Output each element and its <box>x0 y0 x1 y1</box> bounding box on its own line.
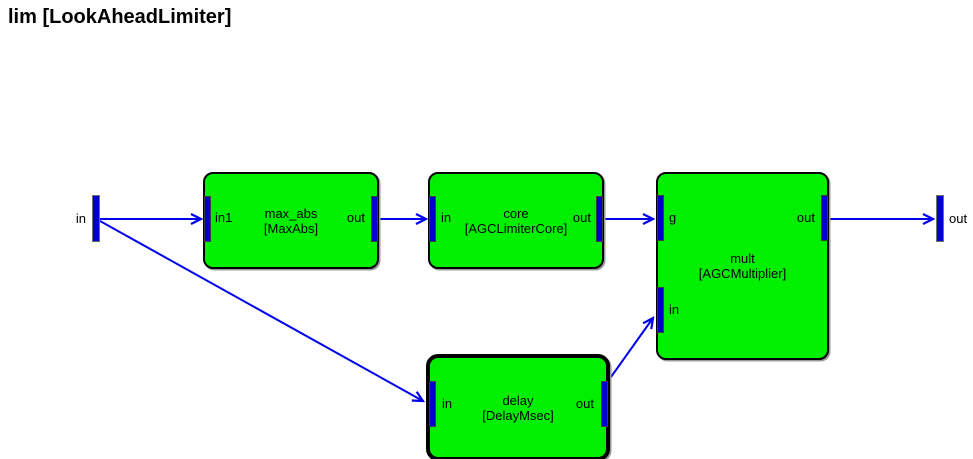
block-name: max_abs <box>264 205 318 221</box>
port-mult-in[interactable] <box>657 287 664 333</box>
output-terminal-label: out <box>949 211 968 226</box>
block-type: [AGCLimiterCore] <box>464 220 568 236</box>
block-max-abs[interactable]: max_abs [MaxAbs] in1 out <box>203 172 379 269</box>
port-mult-out[interactable] <box>821 195 828 241</box>
port-label-out: out <box>575 396 594 411</box>
block-name: core <box>503 205 529 221</box>
port-core-out[interactable] <box>596 196 603 242</box>
input-terminal-port[interactable] <box>92 195 100 242</box>
block-core[interactable]: core [AGCLimiterCore] in out <box>428 172 604 269</box>
wire-in-to-delay-in[interactable] <box>99 220 423 401</box>
block-type: [AGCMultiplier] <box>698 266 787 281</box>
block-name: mult <box>730 251 755 266</box>
port-label-out: out <box>572 210 591 225</box>
input-terminal-label: in <box>75 211 86 226</box>
port-label-g: g <box>669 210 677 225</box>
port-mult-g[interactable] <box>657 195 664 241</box>
block-mult[interactable]: mult [AGCMultiplier] g in out <box>656 172 829 360</box>
port-label-in: in <box>442 396 453 411</box>
block-name: delay <box>502 392 534 408</box>
port-label-out: out <box>796 210 815 225</box>
port-max-abs-in1[interactable] <box>204 196 211 242</box>
port-label-in: in <box>441 210 452 225</box>
block-type: [DelayMsec] <box>482 407 554 423</box>
output-terminal-port[interactable] <box>936 195 944 242</box>
block-type: [MaxAbs] <box>263 220 319 236</box>
port-core-in[interactable] <box>429 196 436 242</box>
port-label-in: in <box>669 302 680 317</box>
port-delay-out[interactable] <box>601 381 608 427</box>
diagram-title: lim [LookAheadLimiter] <box>8 6 232 28</box>
port-max-abs-out[interactable] <box>371 196 378 242</box>
port-label-out: out <box>346 210 365 225</box>
port-delay-in[interactable] <box>429 381 436 427</box>
port-label-in1: in1 <box>215 210 233 225</box>
block-delay[interactable]: delay [DelayMsec] in out <box>426 354 610 459</box>
